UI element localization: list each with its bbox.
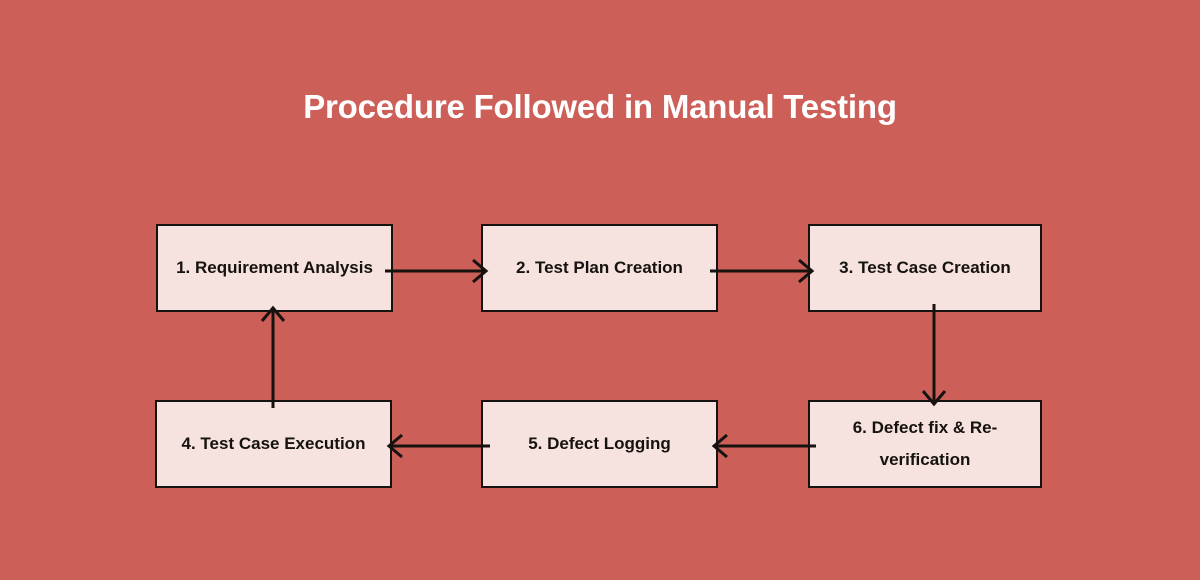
page-title: Procedure Followed in Manual Testing — [303, 88, 897, 125]
flow-node-defect-fix-reverification[interactable]: 6. Defect fix & Re-verification — [808, 400, 1042, 488]
arrow-test-plan-creation-to-test-case-creation — [710, 258, 815, 284]
flow-node-label: 1. Requirement Analysis — [176, 258, 373, 277]
flow-node-test-case-creation[interactable]: 3. Test Case Creation — [808, 224, 1042, 312]
flow-node-requirement-analysis[interactable]: 1. Requirement Analysis — [156, 224, 393, 312]
flow-node-test-plan-creation[interactable]: 2. Test Plan Creation — [481, 224, 718, 312]
arrow-defect-logging-to-test-case-execution — [386, 433, 490, 459]
flow-node-label: 5. Defect Logging — [528, 434, 671, 453]
flow-node-defect-logging[interactable]: 5. Defect Logging — [481, 400, 718, 488]
flow-node-label: 3. Test Case Creation — [839, 258, 1011, 277]
flow-node-test-case-execution[interactable]: 4. Test Case Execution — [155, 400, 392, 488]
arrow-defect-fix-reverification-to-defect-logging — [711, 433, 816, 459]
arrow-test-case-creation-to-defect-fix-reverification — [921, 304, 947, 407]
flow-node-label: 2. Test Plan Creation — [516, 258, 683, 277]
arrow-test-case-execution-to-requirement-analysis — [260, 305, 286, 408]
arrow-requirement-analysis-to-test-plan-creation — [385, 258, 489, 284]
flow-node-label: 6. Defect fix & Re-verification — [852, 418, 998, 469]
flow-node-label: 4. Test Case Execution — [181, 434, 366, 453]
